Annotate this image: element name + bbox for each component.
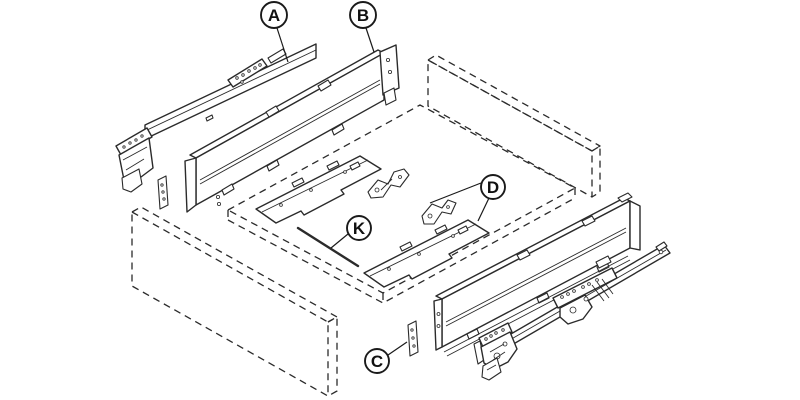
coupling-bracket-front	[367, 168, 410, 199]
callout-a: A	[260, 1, 289, 63]
right-runner-assembly	[433, 192, 671, 381]
callout-c-letter: C	[371, 352, 383, 371]
drawer-bottom-panel-outline	[227, 104, 576, 304]
rear-fixing-clip-left	[157, 175, 169, 210]
drawer-front-panel-outline	[131, 206, 338, 397]
callout-a-circle	[260, 1, 288, 29]
callout-c-circle	[364, 348, 390, 374]
locking-plate-front	[255, 155, 382, 224]
callout-b-circle	[349, 1, 377, 29]
synchronisation-rod	[296, 226, 360, 268]
callout-d-circle	[480, 174, 506, 200]
callout-b: B	[349, 1, 377, 53]
rear-fixing-clip-right	[407, 320, 419, 357]
callout-d-letter: D	[487, 178, 499, 197]
front-locking-device-left	[115, 127, 154, 193]
drawer-back-panel-outline	[427, 54, 601, 198]
callout-b-letter: B	[357, 6, 369, 25]
side-profile-right	[433, 192, 641, 357]
left-runner-assembly	[115, 43, 400, 213]
callout-k-circle	[346, 215, 372, 241]
mid-coupling-device-right	[552, 255, 618, 325]
side-profile-left	[184, 44, 400, 213]
callout-c: C	[364, 341, 408, 374]
callout-k-letter: K	[353, 219, 366, 238]
callout-a-letter: A	[268, 6, 280, 25]
front-fixing-device-right	[473, 322, 518, 381]
callout-d: D	[429, 174, 506, 222]
locking-plate-rear	[363, 219, 490, 288]
callout-k: K	[330, 215, 372, 249]
coupling-bracket-rear	[421, 199, 457, 225]
